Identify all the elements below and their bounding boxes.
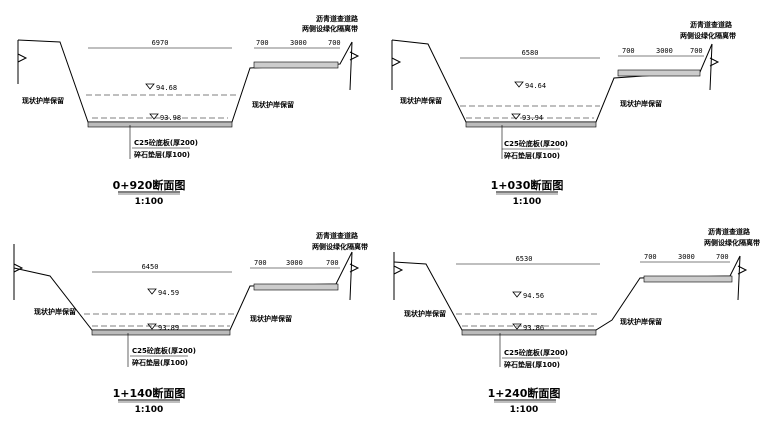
road-embankment xyxy=(643,275,733,283)
revetment-right: 现状护岸保留 xyxy=(252,100,294,109)
water-level-low-text: 93.89 xyxy=(158,324,179,332)
section-1030: 6580 94.64 93.94 沥青道查道路 两侧设绿化隔离带 700 300… xyxy=(391,20,736,207)
water-level-high-text: 94.64 xyxy=(525,82,546,90)
section-title: 1+030断面图 xyxy=(491,178,564,192)
water-level-low-text: 93.98 xyxy=(160,114,181,122)
dim-road: 3000 xyxy=(656,47,673,55)
revetment-right: 现状护岸保留 xyxy=(620,99,662,108)
road-label: 沥青道查道路 xyxy=(316,231,359,240)
road-label: 沥青道查道路 xyxy=(316,14,359,23)
width-dim-text: 6970 xyxy=(152,39,169,47)
water-level-high-text: 94.56 xyxy=(523,292,544,300)
water-level-high-text: 94.68 xyxy=(156,84,177,92)
bottom-slab-label: C25砼底板(厚200) xyxy=(504,139,568,148)
section-1140: 6450 94.59 93.89 沥青道查道路 两侧设绿化隔离带 700 300… xyxy=(13,231,368,415)
width-dim-text: 6530 xyxy=(516,255,533,263)
road-embankment xyxy=(253,283,339,291)
greenbelt-label: 两侧设绿化隔离带 xyxy=(312,242,368,251)
dim-side-left: 700 xyxy=(644,253,657,261)
slab-hatch xyxy=(461,329,597,336)
dim-side-right: 700 xyxy=(690,47,703,55)
width-dim-text: 6580 xyxy=(522,49,539,57)
revetment-left: 现状护岸保留 xyxy=(404,309,446,318)
gravel-label: 碎石垫层(厚100) xyxy=(504,360,560,369)
water-level-marker xyxy=(147,288,157,295)
bottom-slab-label: C25砼底板(厚200) xyxy=(134,138,198,147)
revetment-left: 现状护岸保留 xyxy=(22,96,64,105)
slab-hatch xyxy=(465,121,597,128)
bottom-slab-label: C25砼底板(厚200) xyxy=(132,346,196,355)
greenbelt-label: 两侧设绿化隔离带 xyxy=(302,24,358,33)
section-scale: 1:100 xyxy=(135,197,164,207)
dim-side-left: 700 xyxy=(622,47,635,55)
section-0920: 6970 94.68 93.98 沥青道查道路 两侧设绿化隔离带 700 300… xyxy=(17,14,360,207)
channel-profile xyxy=(17,39,360,123)
section-scale: 1:100 xyxy=(510,405,539,415)
gravel-label: 碎石垫层(厚100) xyxy=(504,151,560,160)
road-embankment xyxy=(617,69,701,77)
water-level-marker-low xyxy=(147,323,157,330)
road-label: 沥青道查道路 xyxy=(708,227,751,236)
greenbelt-label: 两侧设绿化隔离带 xyxy=(704,238,760,247)
greenbelt-label: 两侧设绿化隔离带 xyxy=(680,31,736,40)
road-label: 沥青道查道路 xyxy=(690,20,733,29)
revetment-right: 现状护岸保留 xyxy=(620,317,662,326)
slab-hatch xyxy=(91,329,231,336)
gravel-label: 碎石垫层(厚100) xyxy=(132,358,188,367)
dim-road: 3000 xyxy=(678,253,695,261)
section-title: 1+240断面图 xyxy=(488,386,561,400)
section-title: 0+920断面图 xyxy=(113,178,186,192)
dim-road: 3000 xyxy=(286,259,303,267)
revetment-right: 现状护岸保留 xyxy=(250,314,292,323)
water-level-marker-low xyxy=(511,113,521,120)
revetment-left: 现状护岸保留 xyxy=(34,307,76,316)
water-level-low-text: 93.86 xyxy=(523,324,544,332)
section-title: 1+140断面图 xyxy=(113,386,186,400)
width-dim-text: 6450 xyxy=(142,263,159,271)
section-scale: 1:100 xyxy=(135,405,164,415)
water-level-marker xyxy=(145,83,155,90)
dim-side-right: 700 xyxy=(716,253,729,261)
dim-side-left: 700 xyxy=(256,39,269,47)
water-level-marker-low xyxy=(149,113,159,120)
section-scale: 1:100 xyxy=(513,197,542,207)
water-level-marker xyxy=(512,291,522,298)
water-level-high-text: 94.59 xyxy=(158,289,179,297)
dim-side-right: 700 xyxy=(328,39,341,47)
road-embankment xyxy=(253,61,339,69)
water-level-low-text: 93.94 xyxy=(522,114,543,122)
dim-road: 3000 xyxy=(290,39,307,47)
bottom-slab-label: C25砼底板(厚200) xyxy=(504,348,568,357)
revetment-left: 现状护岸保留 xyxy=(400,96,442,105)
slab-hatch xyxy=(87,121,233,128)
water-level-marker xyxy=(514,81,524,88)
dim-side-left: 700 xyxy=(254,259,267,267)
gravel-label: 碎石垫层(厚100) xyxy=(134,150,190,159)
section-1240: 6530 94.56 93.86 沥青道查道路 两侧设绿化隔离带 700 300… xyxy=(393,227,760,415)
dim-side-right: 700 xyxy=(326,259,339,267)
water-level-marker-low xyxy=(512,323,522,330)
